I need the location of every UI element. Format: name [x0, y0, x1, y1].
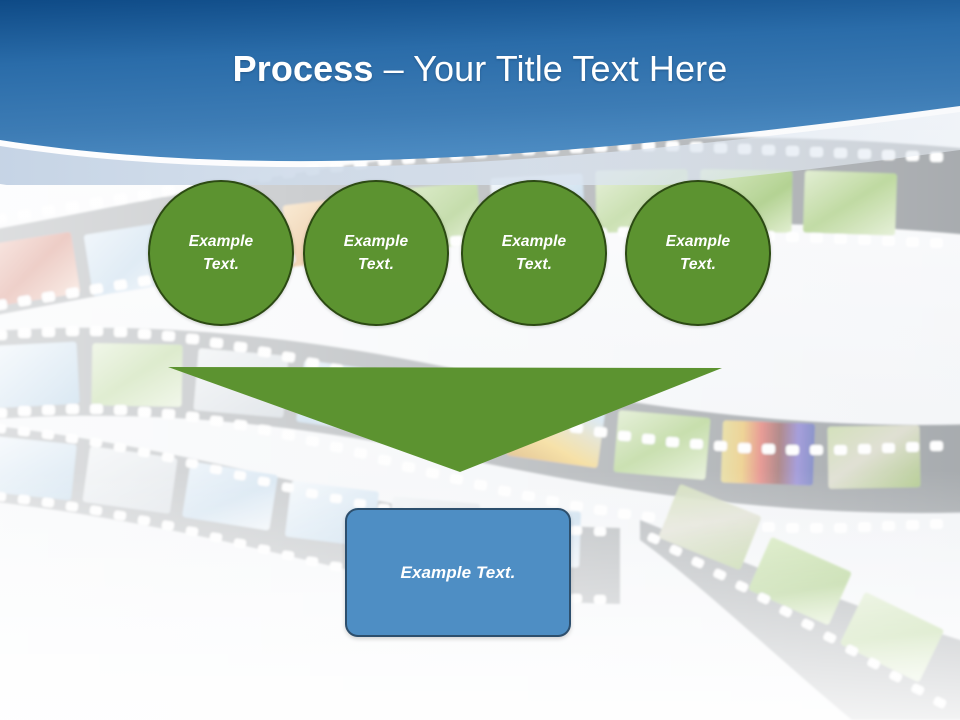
- process-step-3-line1: Example: [501, 233, 567, 250]
- page-title: Process – Your Title Text Here: [0, 47, 960, 91]
- process-step-3-label: Example Text.: [502, 230, 566, 276]
- title-separator: –: [373, 48, 414, 89]
- down-arrow: [160, 360, 730, 480]
- process-step-1-line2: Text.: [202, 256, 240, 273]
- down-arrow-shape: [168, 367, 722, 472]
- process-step-1-label: Example Text.: [189, 230, 253, 276]
- process-step-2-line1: Example: [343, 233, 409, 250]
- process-step-2[interactable]: Example Text.: [303, 180, 449, 326]
- process-step-1-line1: Example: [188, 233, 254, 250]
- title-light-part: Your Title Text Here: [413, 48, 728, 89]
- process-step-2-line2: Text.: [357, 256, 395, 273]
- process-step-4-line1: Example: [665, 233, 731, 250]
- process-step-3-line2: Text.: [515, 256, 553, 273]
- result-box-label: Example Text.: [400, 562, 516, 582]
- process-step-2-label: Example Text.: [344, 230, 408, 276]
- process-step-4-label: Example Text.: [666, 230, 730, 276]
- process-step-4[interactable]: Example Text.: [625, 180, 771, 326]
- title-bold-part: Process: [232, 48, 374, 89]
- result-box[interactable]: Example Text.: [345, 508, 571, 637]
- title-banner: Process – Your Title Text Here: [0, 0, 960, 185]
- process-step-3[interactable]: Example Text.: [461, 180, 607, 326]
- process-step-1[interactable]: Example Text.: [148, 180, 294, 326]
- banner-shape: [0, 0, 960, 185]
- process-step-4-line2: Text.: [679, 256, 717, 273]
